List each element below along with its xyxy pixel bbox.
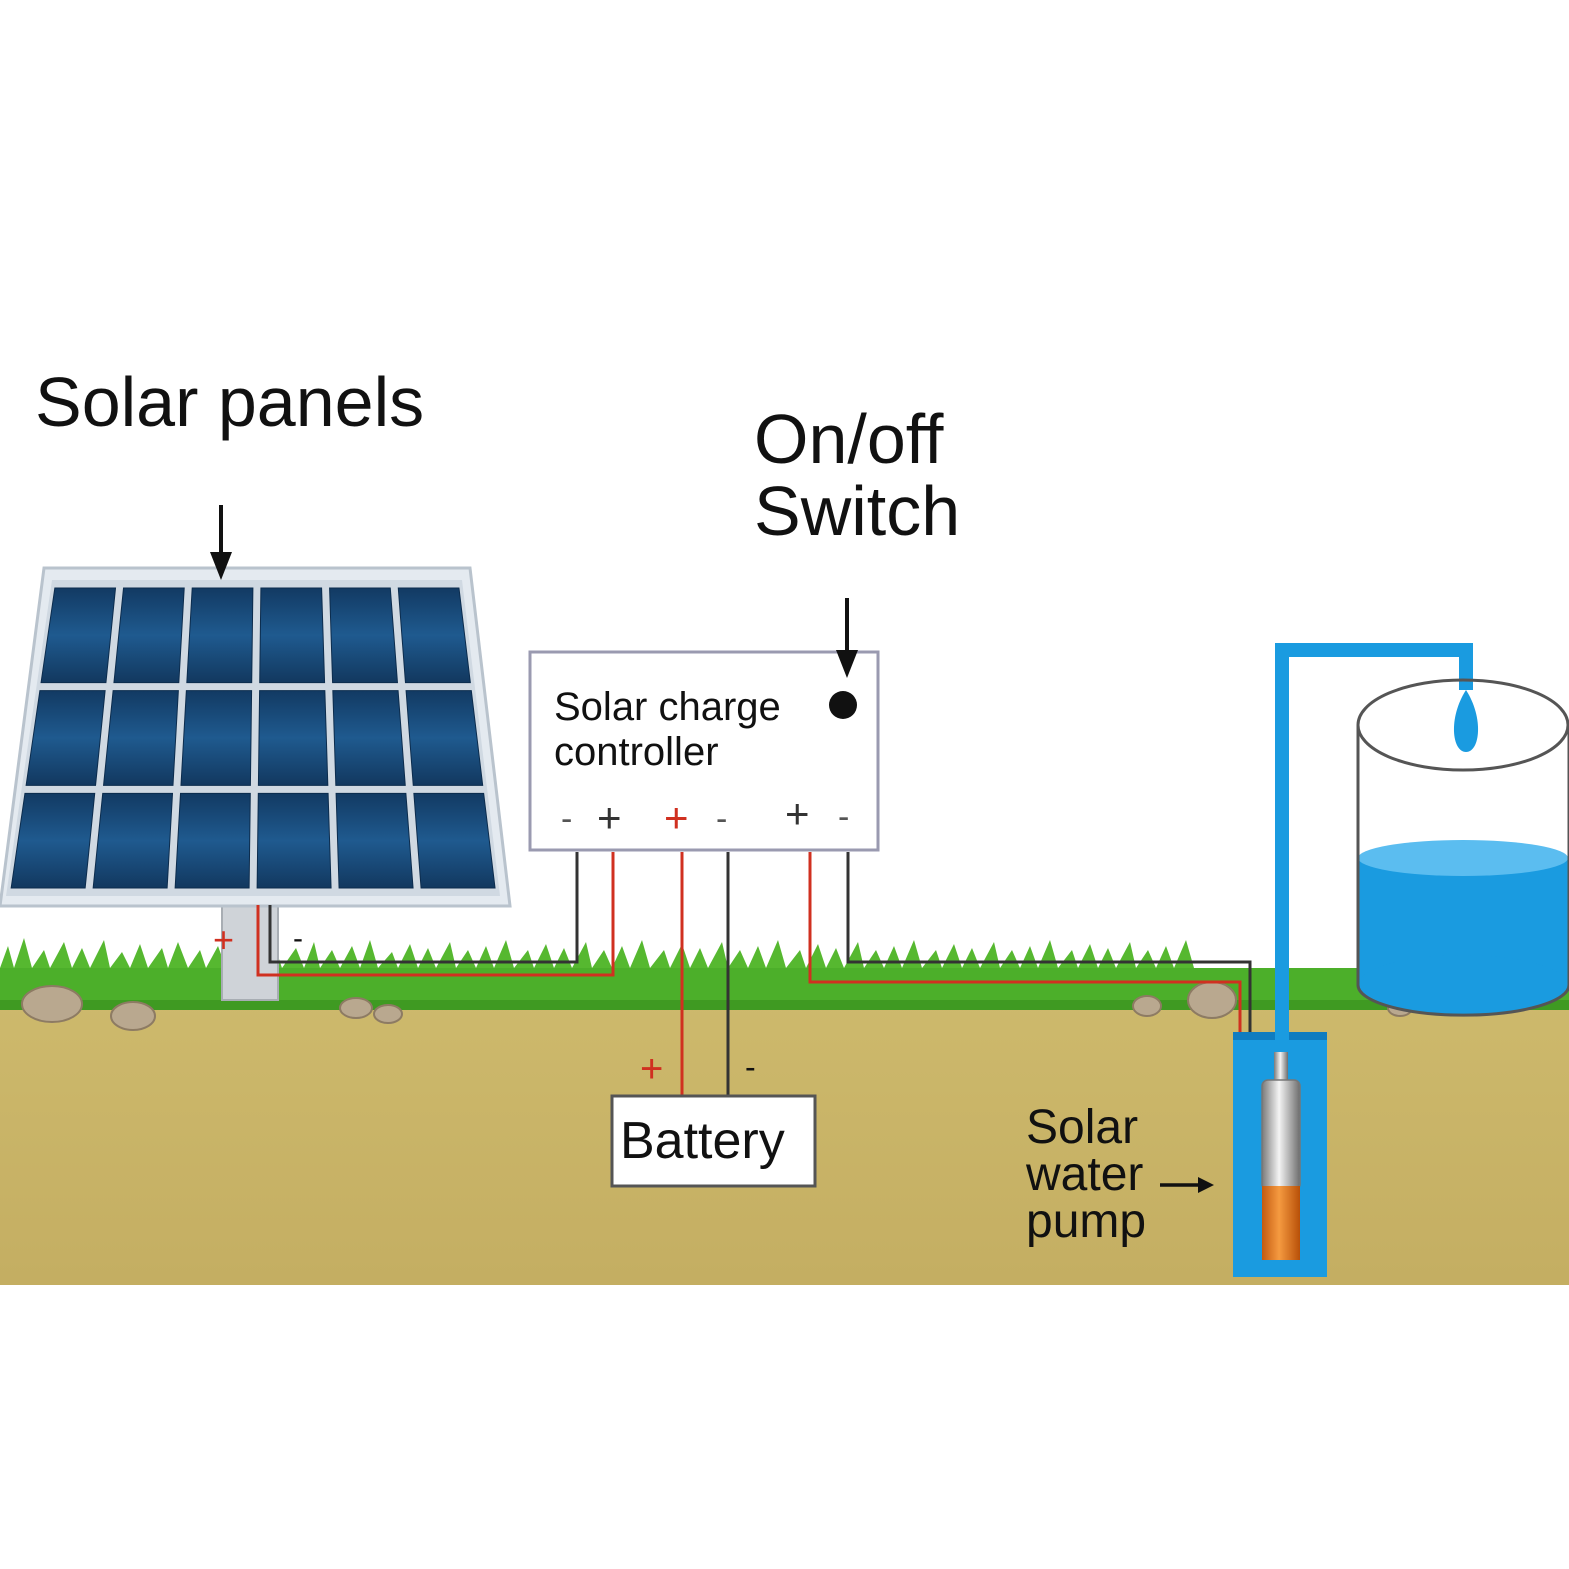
panel-cell (40, 587, 117, 684)
switch-arrow (836, 598, 858, 678)
panel-cell (413, 792, 496, 889)
panel-cell (174, 792, 251, 889)
solar-panels-arrow (210, 505, 232, 580)
controller-label-line1: Solar charge (554, 685, 781, 729)
panel-cell (335, 792, 414, 889)
battery-label: Battery (620, 1112, 785, 1170)
pump-label-line1: Solar (1026, 1101, 1138, 1154)
switch-label-line2: Switch (754, 472, 960, 550)
panel-cell (102, 690, 179, 786)
controller-label-line2: controller (554, 730, 719, 774)
panel-cell (186, 587, 254, 684)
panel-cell (180, 690, 253, 786)
panel-cell (405, 690, 484, 786)
on-off-switch-button[interactable] (829, 691, 857, 719)
switch-label-line1: On/off (754, 400, 944, 478)
controller-terminal-5: + (785, 790, 810, 837)
charge-controller: Solar charge controller - + + - + - (528, 650, 880, 852)
battery: Battery (610, 1094, 817, 1188)
panel-cell (113, 587, 185, 684)
pump-label-line2: water (1025, 1148, 1143, 1201)
solar-panels-label: Solar panels (35, 363, 424, 441)
panel-cell (259, 587, 326, 684)
controller-terminal-2: + (597, 794, 622, 841)
pebbles (21, 981, 1413, 1031)
battery-minus-mark: - (745, 1049, 756, 1085)
panel-cell (397, 587, 471, 684)
controller-terminal-1: - (561, 800, 572, 838)
controller-terminal-3: + (664, 794, 689, 841)
water-tank (1356, 678, 1569, 1017)
water-pipe (1275, 643, 1473, 1090)
controller-terminal-6: - (838, 798, 849, 836)
solar-panel (0, 566, 512, 908)
panel-cell (257, 690, 329, 786)
panel-cell (10, 792, 96, 889)
panel-cell (332, 690, 406, 786)
pump-label-line3: pump (1026, 1195, 1146, 1248)
panel-cell (25, 690, 106, 786)
panel-plus-mark: + (213, 919, 234, 960)
pump-arrow (1160, 1177, 1214, 1193)
battery-plus-mark: + (640, 1047, 663, 1091)
panel-minus-mark: - (293, 922, 303, 955)
panel-cell (329, 587, 399, 684)
panel-cell (92, 792, 174, 889)
solar-water-pump (1261, 1052, 1301, 1260)
controller-terminal-4: - (716, 800, 727, 838)
panel-cell (256, 792, 332, 889)
